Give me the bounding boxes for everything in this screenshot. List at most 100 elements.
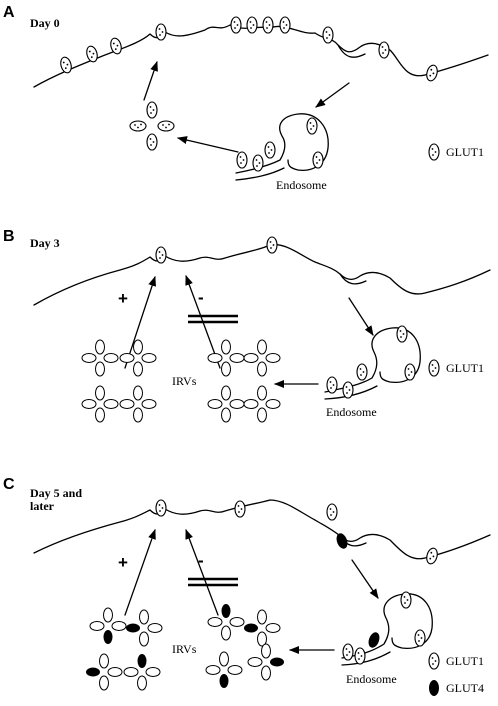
panel-a: A Day 0 (3, 4, 489, 192)
panel-letter: B (3, 228, 15, 245)
membrane-transporters (155, 499, 438, 565)
glut1-icon (342, 381, 354, 399)
day-label: Day 0 (30, 16, 60, 30)
mixed-vesicle (244, 609, 281, 647)
glut1-icon (396, 325, 408, 343)
glut1-icon (252, 154, 264, 172)
endosome-label: Endosome (276, 178, 327, 192)
glut1-icon (378, 41, 390, 59)
glut1-icon (234, 500, 246, 518)
legend-label: GLUT1 (446, 361, 484, 375)
arrow-vesicle-to-membrane (143, 61, 158, 101)
mixed-vesicle (86, 653, 123, 691)
glut1-icon (322, 26, 334, 44)
legend: GLUT1 GLUT4 (428, 652, 484, 696)
endosome (235, 113, 329, 181)
glut4-icon (336, 533, 348, 549)
glut1-icon (129, 120, 147, 132)
legend-label: GLUT1 (446, 654, 484, 668)
day-label: Day 3 (30, 236, 60, 250)
glut1-icon (146, 101, 158, 119)
glut1-icon (262, 16, 274, 34)
glut1-icon (155, 23, 167, 41)
arrow-membrane-to-endosome (315, 82, 350, 108)
day-label: Day 5 and (30, 486, 82, 500)
plasma-membrane (33, 24, 489, 88)
glut1-icon (354, 647, 366, 665)
glut1-icon (146, 133, 158, 151)
irv-cluster (81, 339, 157, 423)
glut1-icon (86, 45, 98, 63)
arrow-irv-to-membrane (124, 276, 156, 369)
glut1-icon (60, 56, 72, 74)
glut1-icon (400, 591, 412, 609)
glut1-icon (356, 363, 368, 381)
glut1-icon (279, 16, 291, 34)
irv-cluster (207, 339, 281, 423)
glut1-icon (110, 37, 122, 55)
glut1-icon (246, 16, 258, 34)
glut1-icon (404, 363, 416, 381)
panel-c: C Day 5 and later + - (3, 476, 491, 696)
panel-b: B Day 3 + - (3, 228, 491, 423)
irv-cluster (205, 604, 284, 688)
glut1-icon (326, 376, 338, 394)
legend-label: GLUT1 (446, 145, 484, 159)
glut1-vesicle (81, 339, 119, 377)
glut1-icon (426, 547, 438, 565)
glut1-icon (428, 143, 440, 161)
membrane-glut1-group (155, 236, 278, 264)
glut1-icon (155, 246, 167, 264)
glut1-icon (312, 151, 324, 169)
glut1-icon (428, 652, 440, 670)
irv-cluster (86, 607, 163, 691)
glut1-vesicle (129, 101, 175, 151)
glut1-icon (266, 236, 278, 254)
arrow-irv-to-membrane-blocked (185, 529, 219, 616)
glut1-vesicle (119, 385, 157, 423)
legend-label: GLUT4 (446, 681, 484, 695)
membrane-glut1-group (60, 16, 438, 82)
glut1-icon (155, 499, 167, 517)
plus-sign: + (118, 553, 128, 572)
glut1-icon (414, 629, 426, 647)
glut1-vesicle (207, 385, 245, 423)
arrow-membrane-to-endosome (348, 297, 374, 336)
mixed-vesicle (247, 643, 284, 681)
minus-sign: - (198, 551, 204, 570)
mixed-vesicle (205, 651, 243, 688)
irv-label: IRVs (172, 374, 197, 388)
glut1-icon (264, 141, 276, 159)
mixed-vesicle (126, 609, 163, 647)
glut1-icon (236, 151, 248, 169)
glut1-icon (230, 16, 242, 34)
arrow-irv-to-membrane (124, 529, 156, 616)
glut1-icon (306, 117, 318, 135)
glut1-vesicle (243, 385, 281, 423)
glut1-vesicle (81, 385, 119, 423)
mixed-vesicle (123, 654, 161, 691)
glut4-icon (368, 632, 380, 648)
arrow-endosome-to-vesicle (177, 136, 239, 153)
mixed-vesicle (207, 604, 245, 641)
membrane-invagination (337, 44, 366, 58)
irv-label: IRVs (172, 642, 197, 656)
endosome-label: Endosome (346, 672, 397, 686)
endosome (324, 325, 421, 400)
glut1-icon (157, 120, 175, 132)
glut1-vesicle (207, 339, 245, 377)
endosome-label: Endosome (326, 405, 377, 419)
panel-letter: A (3, 4, 15, 21)
panel-letter: C (3, 476, 15, 493)
endosome (341, 591, 433, 666)
glut4-icon (429, 680, 439, 696)
glut1-icon (426, 64, 438, 82)
glut1-icon (428, 359, 440, 377)
legend: GLUT1 (428, 143, 484, 161)
glut1-icon (326, 503, 338, 521)
plasma-membrane (33, 499, 491, 560)
minus-sign: - (198, 288, 204, 307)
glut1-vesicle (243, 339, 281, 377)
mixed-vesicle (89, 607, 127, 644)
